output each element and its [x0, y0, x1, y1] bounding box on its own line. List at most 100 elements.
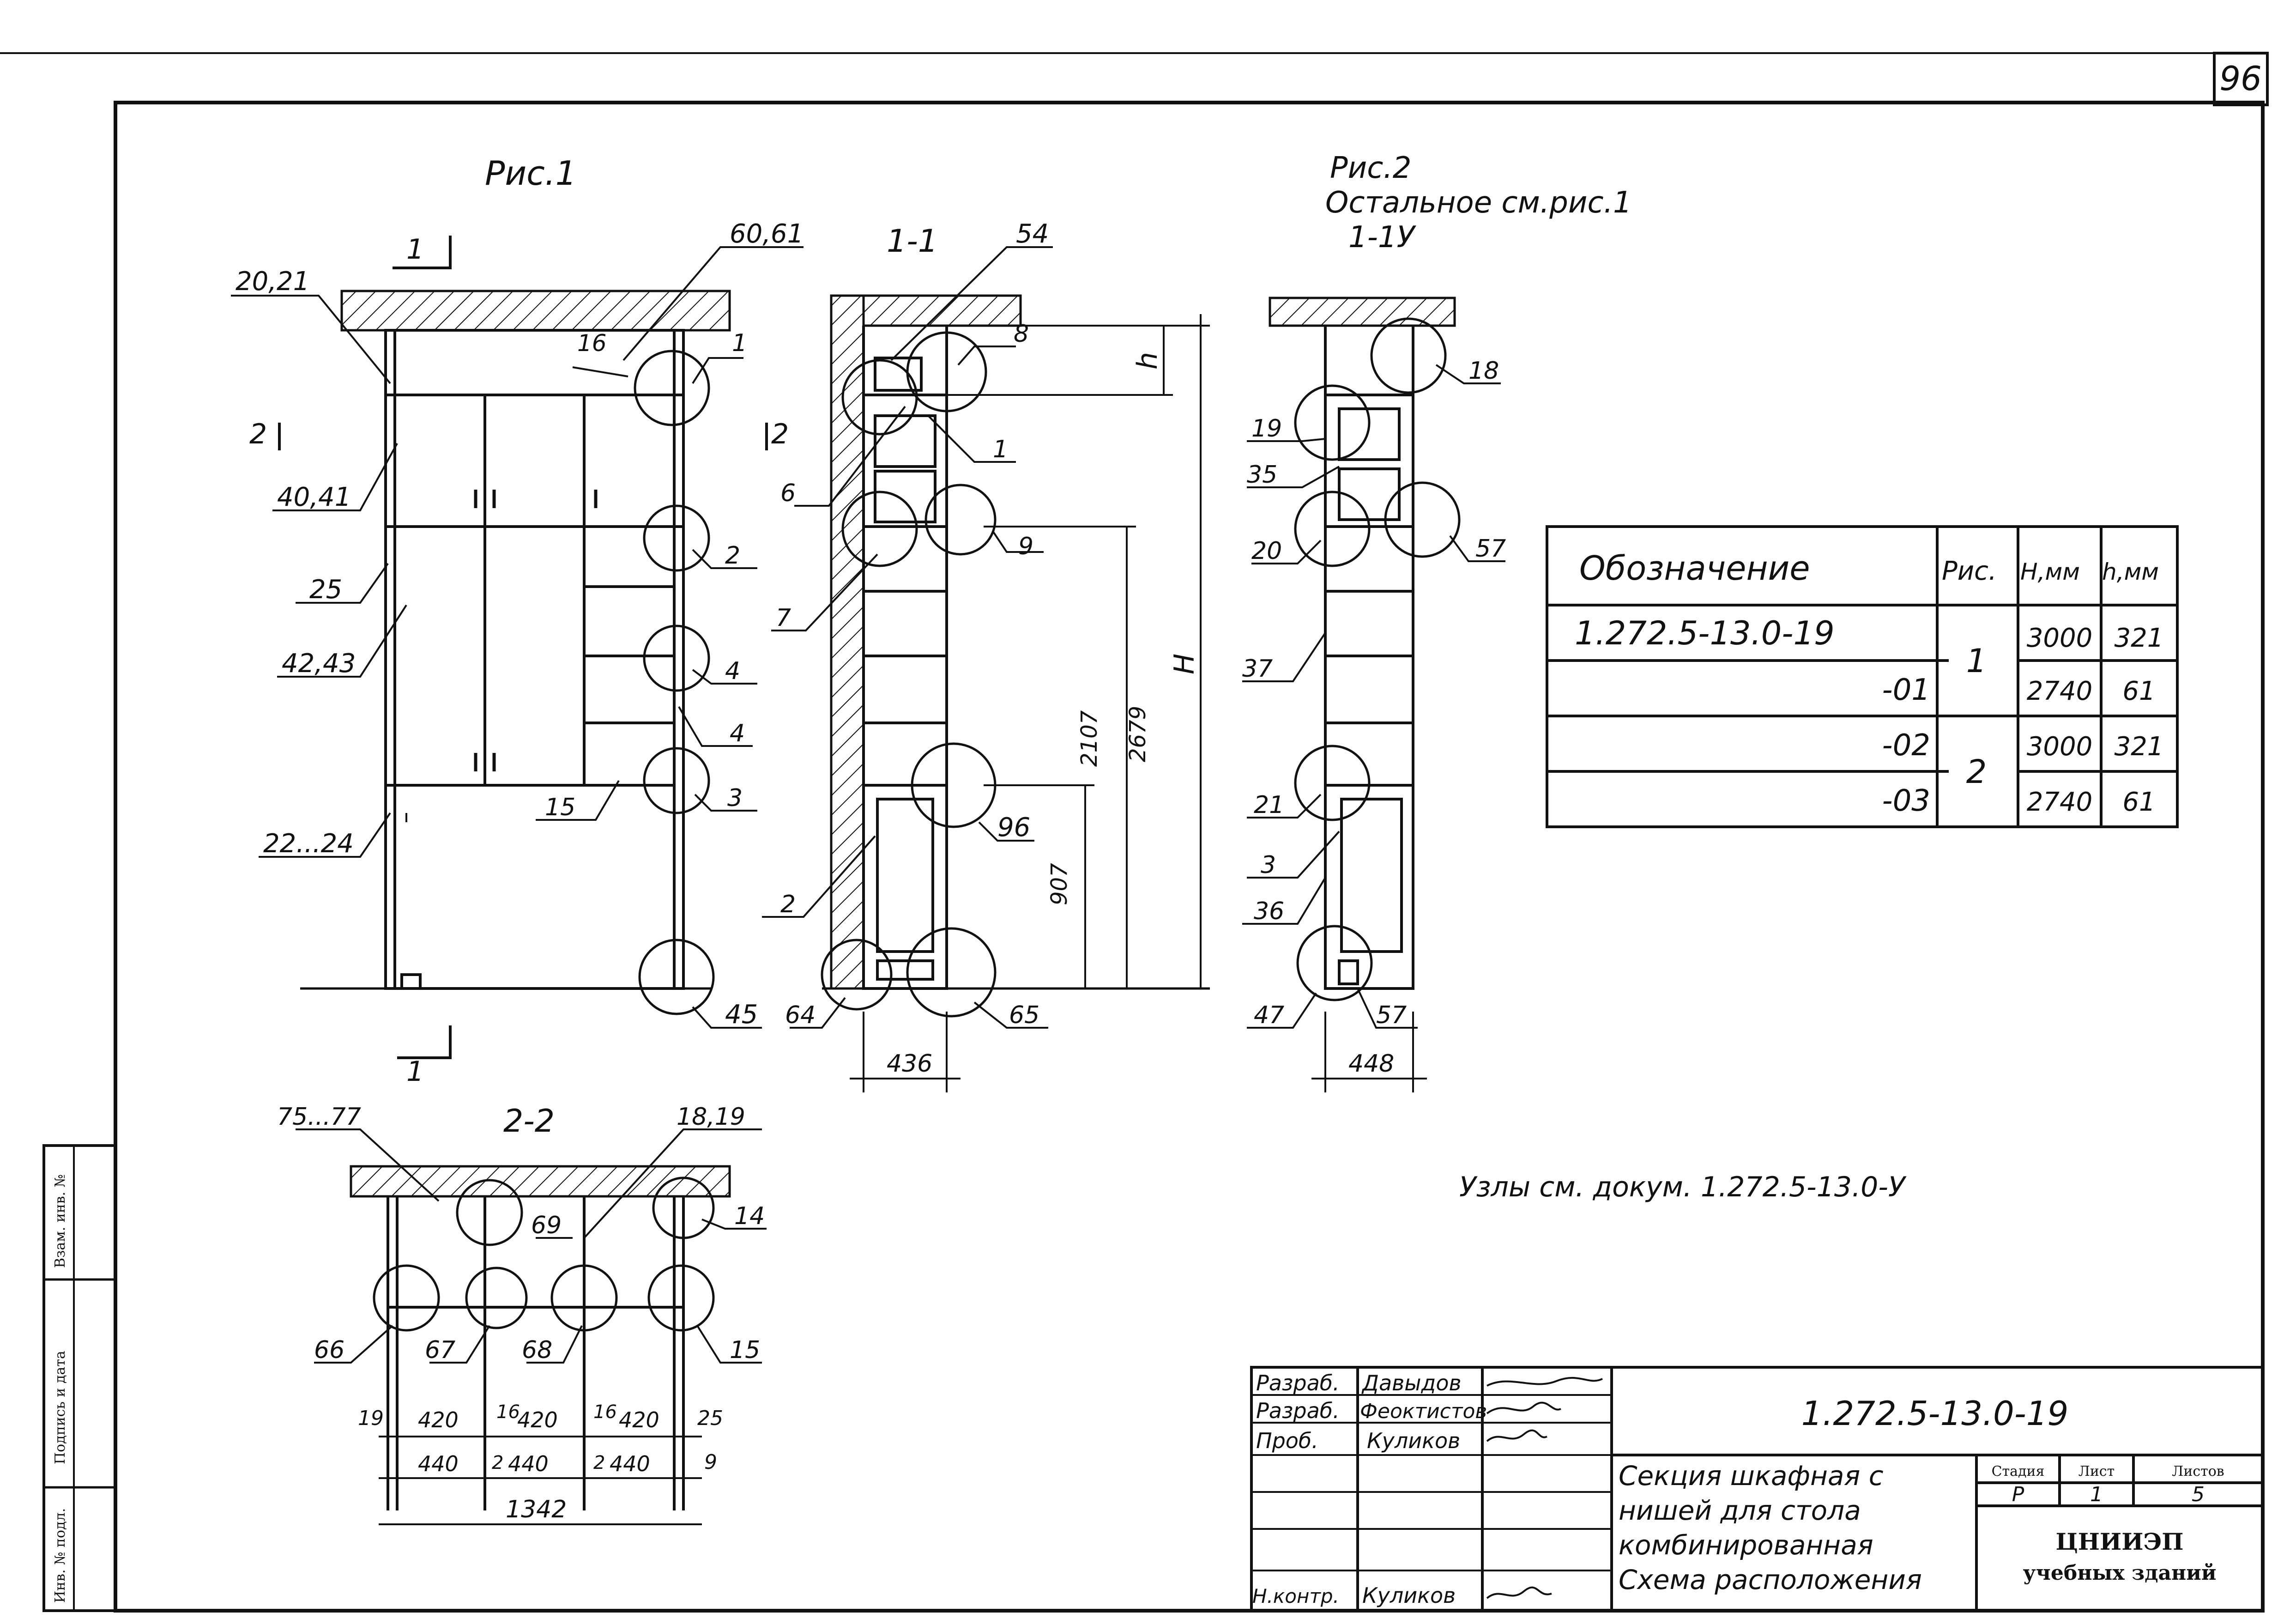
- cut-mark-2-right: 2: [771, 418, 789, 450]
- label-57b: 57: [1376, 1001, 1407, 1029]
- fig1-title: Рис.1: [485, 154, 577, 193]
- cut-mark-1-top: 1: [406, 233, 424, 266]
- tb-name-2: Феоктистов: [1360, 1400, 1487, 1423]
- section-1-1: 1-1: [762, 219, 1210, 1092]
- label-66: 66: [314, 1336, 344, 1364]
- label-25: 25: [309, 575, 342, 605]
- label-15: 15: [545, 794, 575, 821]
- spec-row3-fig: 2: [1966, 753, 1987, 791]
- label-67: 67: [425, 1336, 455, 1364]
- label-1-sec: 1: [993, 436, 1008, 463]
- tb-title-line-2: нишей для стола: [1619, 1495, 1861, 1526]
- dim-25: 25: [697, 1407, 723, 1430]
- section-2-2-title: 2-2: [503, 1103, 555, 1140]
- stamp-replace-inv: Взам. инв. №: [52, 1174, 68, 1268]
- label-37: 37: [1242, 655, 1273, 683]
- stamp-original-inv: Инв. № подл.: [52, 1508, 68, 1603]
- margin-stamp: Взам. инв. № Подпись и дата Инв. № подл.: [42, 1144, 117, 1612]
- section-1-1-title: 1-1: [887, 223, 938, 260]
- spec-row1-designation: 1.272.5-13.0-19: [1575, 614, 1835, 652]
- spec-row2-h: 61: [2122, 676, 2155, 706]
- spec-row4-h: 61: [2122, 787, 2155, 817]
- figure-1-elevation: Рис.1: [231, 154, 804, 1088]
- label-22-24: 22...24: [263, 829, 354, 859]
- title-block: Разраб. Разраб. Проб. Н.контр. Давыдов Ф…: [1250, 1366, 2264, 1612]
- label-8: 8: [1014, 320, 1029, 348]
- label-16: 16: [577, 330, 607, 357]
- tb-name-3: Куликов: [1367, 1428, 1460, 1453]
- cut-mark-1-bottom: 1: [406, 1055, 424, 1088]
- spec-header-H: H,мм: [2020, 558, 2080, 585]
- dim-h: h: [1131, 352, 1164, 370]
- label-18: 18: [1468, 357, 1499, 385]
- label-9: 9: [1018, 533, 1033, 560]
- figure-2-section: Рис.2 Остальное см.рис.1 1-1У: [1242, 151, 1632, 1092]
- tb-sheet-header: Лист: [2078, 1463, 2115, 1480]
- dim-16b: 16: [593, 1401, 617, 1423]
- label-4a: 4: [725, 657, 740, 685]
- spec-row2-designation: -01: [1882, 673, 1930, 707]
- spec-row1-h: 321: [2115, 623, 2164, 653]
- label-69: 69: [531, 1212, 562, 1239]
- tb-role-1: Разраб.: [1256, 1370, 1340, 1395]
- label-15-sec22: 15: [730, 1336, 760, 1364]
- spec-row2-H: 2740: [2027, 676, 2093, 706]
- spec-row3-designation: -02: [1882, 728, 1930, 763]
- dim-16a: 16: [496, 1401, 520, 1423]
- dim-420c: 420: [619, 1407, 659, 1432]
- tb-doc-code: 1.272.5-13.0-19: [1801, 1394, 2069, 1433]
- spec-header-fig: Рис.: [1942, 556, 1997, 586]
- dim-2a: 2: [492, 1452, 503, 1473]
- tb-sheet: 1: [2090, 1483, 2103, 1506]
- label-3-fig2: 3: [1261, 851, 1276, 879]
- dim-907: 907: [1046, 863, 1072, 905]
- label-42-43: 42,43: [282, 649, 356, 679]
- dim-420a: 420: [418, 1407, 459, 1432]
- dim-2679: 2679: [1125, 706, 1151, 762]
- fig2-title: Рис.2: [1330, 151, 1411, 185]
- spec-row3-H: 3000: [2027, 732, 2093, 762]
- nodes-note: Узлы см. докум. 1.272.5-13.0-У: [1459, 1171, 1907, 1203]
- tb-title-line-3: комбинированная: [1619, 1529, 1873, 1561]
- label-21: 21: [1254, 791, 1284, 819]
- dim-420b: 420: [517, 1407, 558, 1432]
- label-65: 65: [1009, 1001, 1039, 1029]
- sheet-number: 96: [2219, 59, 2262, 98]
- label-60-61: 60,61: [730, 219, 804, 249]
- stamp-signature-date: Подпись и дата: [52, 1351, 68, 1464]
- label-20-21: 20,21: [236, 267, 309, 297]
- label-45: 45: [725, 1000, 758, 1030]
- signatures: [1486, 1376, 1603, 1599]
- label-57a: 57: [1475, 535, 1506, 563]
- tb-sheets: 5: [2192, 1483, 2205, 1506]
- label-2: 2: [725, 542, 740, 570]
- dim-440a: 440: [418, 1451, 459, 1476]
- label-14: 14: [734, 1202, 765, 1230]
- dim-1342: 1342: [506, 1496, 567, 1523]
- label-64: 64: [785, 1001, 816, 1029]
- tb-role-7: Н.контр.: [1252, 1585, 1339, 1607]
- tb-stage: Р: [2012, 1483, 2024, 1506]
- spec-row1-fig: 1: [1966, 642, 1987, 680]
- spec-row4-designation: -03: [1882, 784, 1930, 818]
- dim-440c: 440: [610, 1451, 650, 1476]
- label-96: 96: [997, 813, 1030, 843]
- dim-2b: 2: [593, 1452, 605, 1473]
- fig2-section-label: 1-1У: [1348, 220, 1417, 255]
- cut-mark-2-left: 2: [249, 418, 267, 450]
- dim-2107: 2107: [1076, 710, 1102, 767]
- tb-org-line-2: учебных зданий: [2023, 1561, 2217, 1585]
- label-47: 47: [1254, 1001, 1284, 1029]
- label-75-77: 75...77: [277, 1103, 361, 1131]
- dim-436: 436: [887, 1050, 932, 1078]
- label-18-19: 18,19: [677, 1103, 745, 1131]
- spec-header-designation: Обозначение: [1579, 549, 1810, 588]
- label-7: 7: [776, 604, 791, 632]
- label-2-sec: 2: [780, 891, 796, 918]
- tb-org-line-1: ЦНИИЭП: [2055, 1528, 2183, 1555]
- label-1: 1: [732, 329, 747, 357]
- spec-header-h: h,мм: [2102, 558, 2159, 585]
- sheet-frame: [0, 52, 2269, 1613]
- tb-name-7: Куликов: [1362, 1583, 1456, 1608]
